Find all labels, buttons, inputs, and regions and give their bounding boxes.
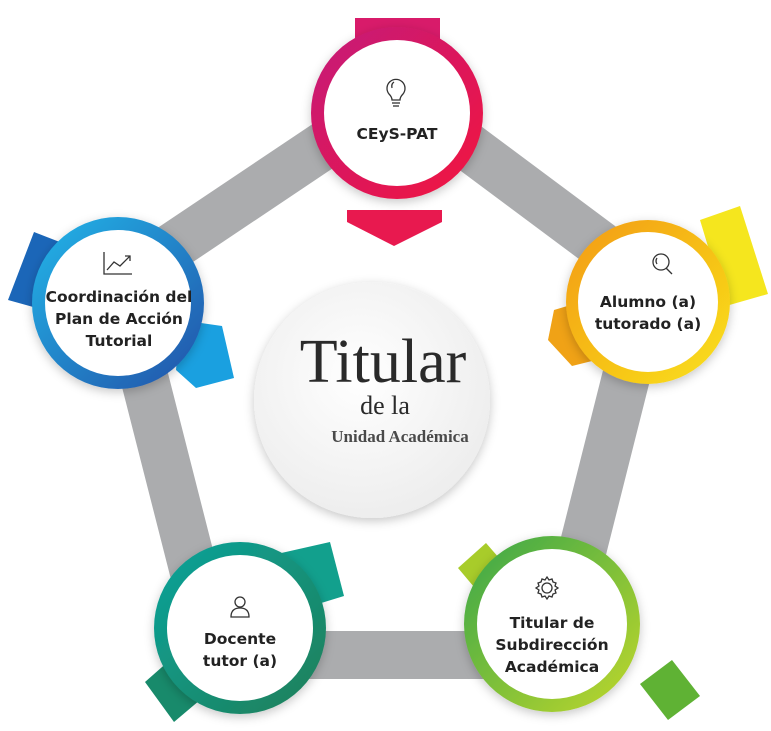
magnifier-icon [652,253,673,275]
trend-chart-icon [103,252,132,275]
center-circle [254,282,490,518]
node-bottom-left-label: Docente tutor (a) [178,628,302,672]
node-bottom-left-line2: tutor (a) [202,652,278,670]
node-bottom-right-line1: Titular de [509,614,595,632]
node-right-label: Alumno (a) tutorado (a) [583,291,713,335]
node-bottom-right-circle [464,536,640,712]
node-top-label: CEyS-PAT [356,125,438,143]
node-left-circle [32,217,204,389]
node-left-line3: Tutorial [85,332,153,350]
center-unit-name: Unidad Académica [331,427,469,446]
node-top-circle [311,27,483,199]
lightbulb-icon [386,78,406,107]
person-icon [230,596,250,618]
node-left-line1: Coordinación del [45,288,193,306]
node-right-line2: tutorado (a) [594,315,702,333]
node-bottom-left-line1: Docente [203,630,277,648]
node-bottom-right-line2: Subdirección [495,636,609,654]
node-left-label: Coordinación del Plan de Acción Tutorial [38,286,200,352]
node-left-line2: Plan de Acción [55,310,183,328]
node-right-line1: Alumno (a) [599,293,697,311]
node-right-circle [566,220,730,384]
node-bottom-right-line3: Académica [504,658,600,676]
center-subtitle: de la [360,391,410,420]
node-bottom-right-label: Titular de Subdirección Académica [482,612,622,678]
gear-icon [534,575,560,601]
node-bottom-left-circle [154,542,326,714]
center-title: Titular [299,328,467,396]
